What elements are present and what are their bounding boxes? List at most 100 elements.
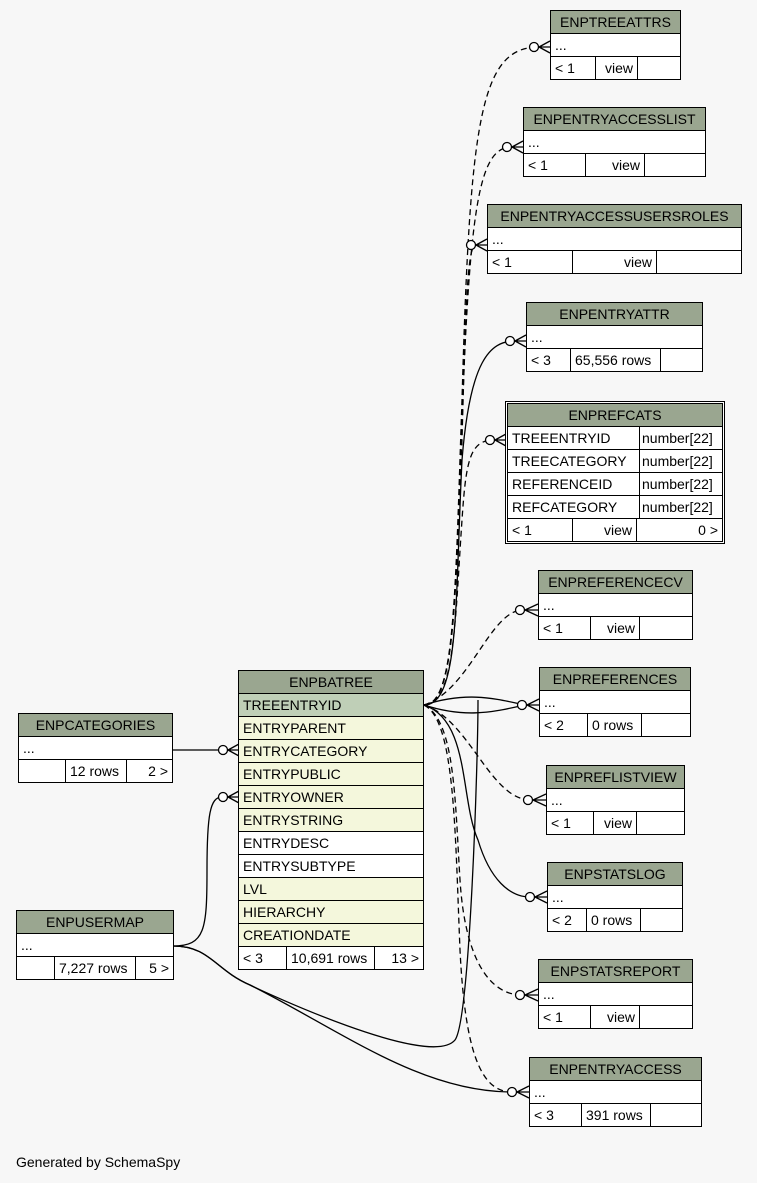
edge-enpreflistview <box>423 704 532 801</box>
crowfoot-enpcategories <box>227 743 240 757</box>
column-entrycategory[interactable]: ENTRYCATEGORY <box>243 743 368 759</box>
row-count: view <box>585 154 644 176</box>
table-title[interactable]: ENPREFCATS <box>508 404 722 427</box>
edge-enpreferences-a <box>423 696 526 706</box>
column-entrystring[interactable]: ENTRYSTRING <box>243 812 344 828</box>
row-count: view <box>572 251 656 273</box>
table-title[interactable]: ENPBATREE <box>239 671 423 694</box>
column-hierarchy[interactable]: HIERARCHY <box>243 904 326 920</box>
row-count: view <box>595 57 637 79</box>
crowfoot-o-enpreflistview <box>522 794 534 806</box>
table-title[interactable]: ENPTREEATTRS <box>551 11 680 34</box>
table-title[interactable]: ENPSTATSREPORT <box>539 960 692 983</box>
column-entrysubtype[interactable]: ENTRYSUBTYPE <box>243 858 356 874</box>
column-treeentryid[interactable]: TREEENTRYID <box>512 430 611 446</box>
parents-count: < 1 <box>543 620 563 636</box>
column-treecategory[interactable]: TREECATEGORY <box>512 453 627 469</box>
table-title[interactable]: ENPSTATSLOG <box>548 863 682 886</box>
columns-collapsed: ... <box>555 37 567 53</box>
crowfoot-enpusermap <box>227 790 240 804</box>
column-treeentryid[interactable]: TREEENTRYID <box>243 697 342 713</box>
table-enpentryaccesslist[interactable]: ENPENTRYACCESSLIST ... < 1 view <box>523 107 706 177</box>
crowfoot-enpstatslog <box>534 890 548 904</box>
table-title[interactable]: ENPENTRYACCESS <box>530 1058 701 1081</box>
table-title[interactable]: ENPCATEGORIES <box>19 714 172 737</box>
table-title[interactable]: ENPENTRYACCESSUSERSROLES <box>488 205 741 228</box>
table-enpentryattr[interactable]: ENPENTRYATTR ... < 3 65,556 rows <box>526 302 703 372</box>
crowfoot-o-enpreferences <box>516 699 528 711</box>
columns-collapsed: ... <box>552 889 564 905</box>
columns-collapsed: ... <box>551 792 563 808</box>
crowfoot-o-enpreferencecv <box>514 604 526 616</box>
children-count: 13 > <box>374 947 423 969</box>
column-referenceid[interactable]: REFERENCEID <box>512 476 613 492</box>
table-enpusermap[interactable]: ENPUSERMAP ... 7,227 rows 5 > <box>16 910 174 980</box>
table-title[interactable]: ENPUSERMAP <box>17 911 173 934</box>
columns-collapsed: ... <box>528 134 540 150</box>
crowfoot-o-enptreeattrs <box>528 41 540 53</box>
table-enpentryaccessusersroles[interactable]: ENPENTRYACCESSUSERSROLES ... < 1 view <box>487 204 742 274</box>
columns-collapsed: ... <box>543 597 555 613</box>
columns-collapsed: ... <box>21 937 33 953</box>
edge-enpentryaccess-batree <box>423 704 513 1093</box>
generated-by-footer: Generated by SchemaSpy <box>16 1154 181 1170</box>
table-enptreeattrs[interactable]: ENPTREEATTRS ... < 1 view <box>550 10 681 80</box>
children-count <box>636 812 684 834</box>
crowfoot-enprefcats <box>494 433 507 447</box>
table-title[interactable]: ENPENTRYACCESSLIST <box>524 108 705 131</box>
children-count <box>639 1006 692 1028</box>
row-count: view <box>590 617 639 639</box>
parents-count: < 2 <box>552 912 572 928</box>
parents-count: < 2 <box>544 717 564 733</box>
table-title[interactable]: ENPENTRYATTR <box>527 303 702 326</box>
column-entryowner[interactable]: ENTRYOWNER <box>243 789 344 805</box>
table-enpcategories[interactable]: ENPCATEGORIES ... 12 rows 2 > <box>18 713 173 783</box>
table-enprefcats[interactable]: ENPREFCATS TREEENTRYID number[22] TREECA… <box>505 401 725 544</box>
table-enpreflistview[interactable]: ENPREFLISTVIEW ... < 1 view <box>546 765 685 835</box>
children-count <box>644 154 705 176</box>
parents-count: < 1 <box>528 157 548 173</box>
children-count <box>656 251 741 273</box>
crowfoot-o-enpcategories <box>217 744 229 756</box>
row-count: 0 rows <box>587 714 641 736</box>
table-enpreferencecv[interactable]: ENPREFERENCECV ... < 1 view <box>538 570 693 640</box>
crowfoot-o-enpstatsreport <box>514 989 526 1001</box>
column-type: number[22] <box>639 496 722 518</box>
children-count <box>639 617 692 639</box>
column-type: number[22] <box>639 427 722 449</box>
children-count <box>660 349 702 371</box>
column-entrypublic[interactable]: ENTRYPUBLIC <box>243 766 341 782</box>
table-enpreferences[interactable]: ENPREFERENCES ... < 2 0 rows <box>539 667 691 737</box>
crowfoot-o-enpentryaccessusersroles <box>465 239 477 251</box>
crowfoot-o-enprefcats <box>484 434 496 446</box>
table-enpstatsreport[interactable]: ENPSTATSREPORT ... < 1 view <box>538 959 693 1029</box>
table-title[interactable]: ENPREFERENCES <box>540 668 690 691</box>
columns-collapsed: ... <box>531 329 543 345</box>
row-count: 391 rows <box>581 1104 650 1126</box>
row-count: 65,556 rows <box>570 349 660 371</box>
table-enpstatslog[interactable]: ENPSTATSLOG ... < 2 0 rows <box>547 862 683 932</box>
edge-enpstatslog <box>423 704 531 898</box>
table-title[interactable]: ENPREFERENCECV <box>539 571 692 594</box>
column-lvl[interactable]: LVL <box>243 881 267 897</box>
table-title[interactable]: ENPREFLISTVIEW <box>547 766 684 789</box>
row-count: view <box>590 1006 639 1028</box>
crowfoot-enpentryaccess <box>516 1085 530 1099</box>
parents-count: < 3 <box>534 1107 554 1123</box>
columns-collapsed: ... <box>23 740 35 756</box>
crowfoot-o-enpentryattr <box>504 335 516 347</box>
crowfoot-o-enpstatslog <box>524 891 536 903</box>
column-refcategory[interactable]: REFCATEGORY <box>512 499 618 515</box>
parents-count: < 1 <box>551 815 571 831</box>
table-enpbatree[interactable]: ENPBATREE TREEENTRYID ENTRYPARENT ENTRYC… <box>238 670 424 970</box>
edge-enpusermap <box>172 796 223 947</box>
table-enpentryaccess[interactable]: ENPENTRYACCESS ... < 3 391 rows <box>529 1057 702 1127</box>
column-entryparent[interactable]: ENTRYPARENT <box>243 720 346 736</box>
column-entrydesc[interactable]: ENTRYDESC <box>243 835 330 851</box>
crowfoot-o-enpentryaccess <box>506 1086 518 1098</box>
parents-count: < 1 <box>512 522 532 538</box>
crowfoot-enpreflistview <box>532 793 547 807</box>
column-creationdate[interactable]: CREATIONDATE <box>243 927 351 943</box>
children-count <box>637 57 680 79</box>
crowfoot-o-enpusermap <box>217 791 229 803</box>
